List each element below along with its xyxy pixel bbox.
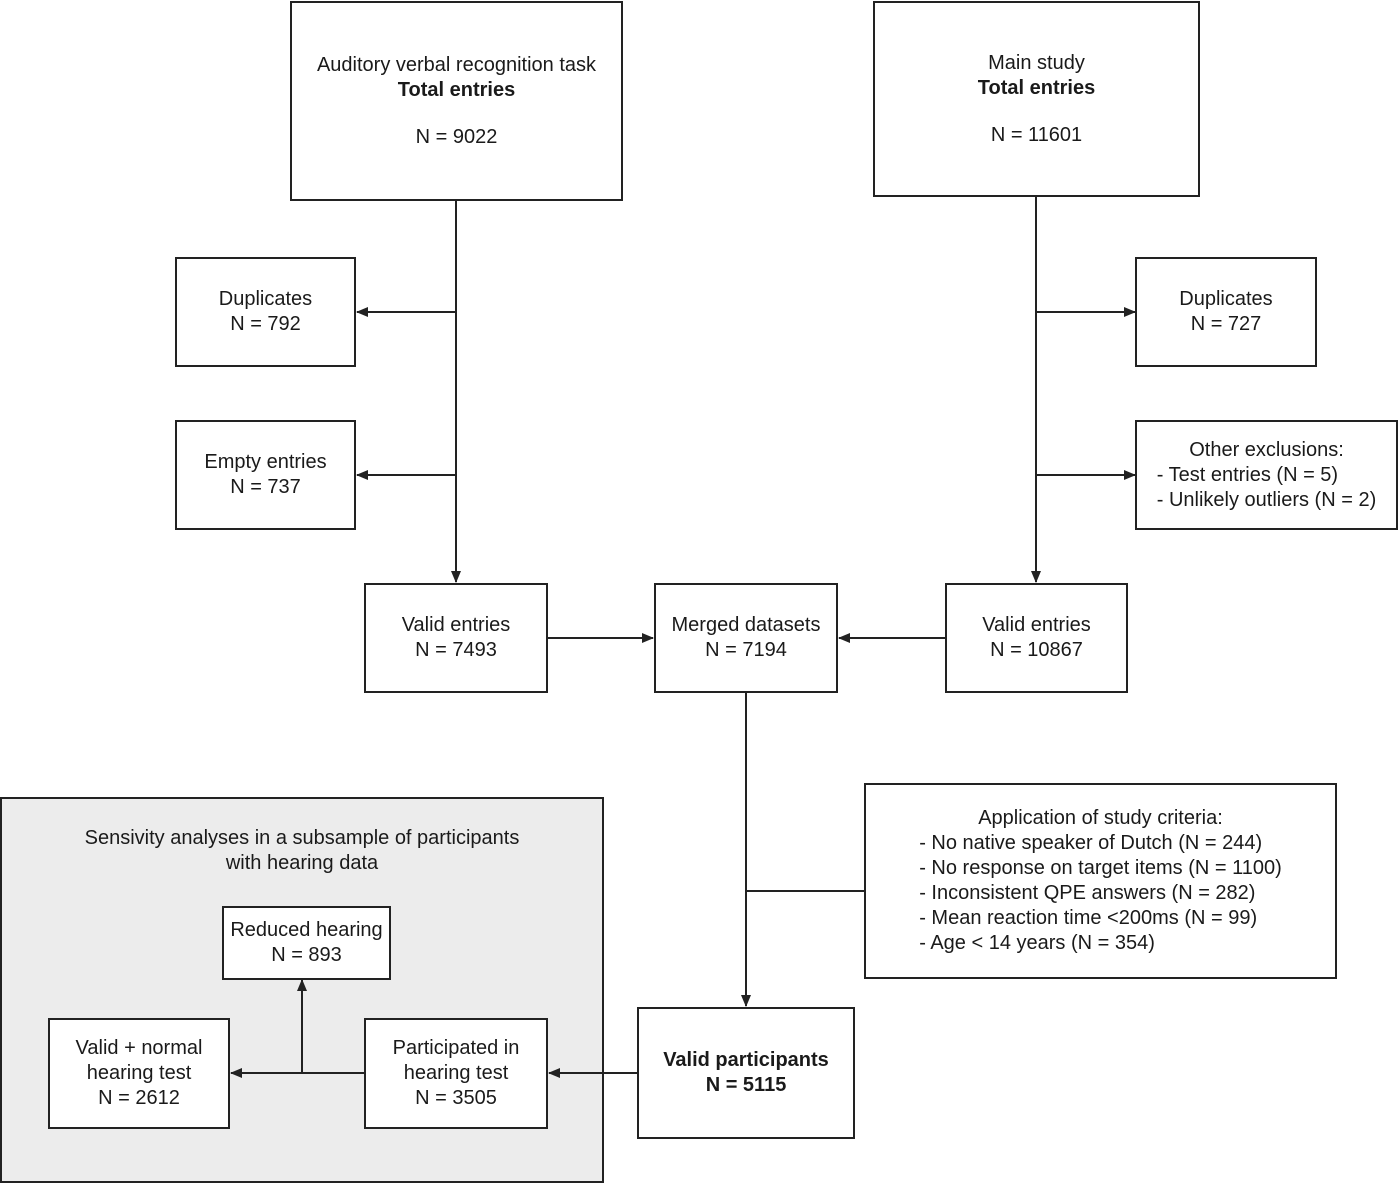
- sensitivity-panel-title-line2: with hearing data: [225, 852, 379, 874]
- sensitivity-panel-title-line1: Sensivity analyses in a subsample of par…: [84, 827, 520, 849]
- other-exclusions-item: - Test entries (N = 5): [1156, 463, 1339, 486]
- main-study-total-entries-box: Main study Total entries N = 11601: [873, 1, 1200, 197]
- valid-entries-left-box: Valid entries N = 7493: [364, 583, 548, 693]
- left-empty-count: N = 737: [230, 476, 301, 498]
- main-study-count: N = 11601: [990, 123, 1083, 146]
- left-duplicates-box: Duplicates N = 792: [175, 257, 356, 367]
- avrt-subtitle: Total entries: [397, 78, 516, 101]
- normal-hearing-box: Valid + normal hearing test N = 2612: [48, 1018, 230, 1129]
- participated-line2: hearing test: [403, 1062, 509, 1084]
- valid-left-count: N = 7493: [415, 639, 497, 661]
- normal-line2: hearing test: [86, 1062, 192, 1084]
- valid-participants-label: Valid participants: [663, 1049, 829, 1071]
- criteria-title: Application of study criteria:: [978, 807, 1223, 829]
- left-empty-entries-box: Empty entries N = 737: [175, 420, 356, 530]
- right-duplicates-box: Duplicates N = 727: [1135, 257, 1317, 367]
- reduced-hearing-count: N = 893: [271, 944, 342, 966]
- reduced-hearing-box: Reduced hearing N = 893: [222, 906, 391, 980]
- criteria-item: - No response on target items (N = 1100): [919, 857, 1282, 879]
- left-empty-label: Empty entries: [204, 451, 327, 473]
- avrt-title: Auditory verbal recognition task: [316, 53, 597, 76]
- main-study-subtitle: Total entries: [977, 76, 1096, 99]
- valid-participants-count: N = 5115: [705, 1074, 787, 1096]
- right-duplicates-count: N = 727: [1190, 313, 1262, 335]
- avrt-total-entries-box: Auditory verbal recognition task Total e…: [290, 1, 623, 201]
- valid-right-count: N = 10867: [990, 639, 1083, 661]
- avrt-count: N = 9022: [415, 125, 498, 148]
- main-study-title: Main study: [988, 51, 1085, 74]
- merged-count: N = 7194: [705, 639, 787, 661]
- other-exclusions-title: Other exclusions:: [1189, 438, 1344, 461]
- reduced-hearing-label: Reduced hearing: [230, 919, 383, 941]
- other-exclusions-item: - Unlikely outliers (N = 2): [1156, 488, 1377, 511]
- criteria-item: - No native speaker of Dutch (N = 244): [919, 832, 1263, 854]
- merged-label: Merged datasets: [671, 614, 821, 636]
- study-criteria-box: Application of study criteria: - No nati…: [864, 783, 1337, 979]
- criteria-item: - Age < 14 years (N = 354): [919, 932, 1155, 954]
- criteria-item: - Inconsistent QPE answers (N = 282): [919, 882, 1256, 904]
- left-duplicates-count: N = 792: [230, 313, 301, 335]
- right-duplicates-label: Duplicates: [1179, 288, 1273, 310]
- valid-participants-box: Valid participants N = 5115: [637, 1007, 855, 1139]
- participated-line1: Participated in: [392, 1037, 520, 1059]
- valid-left-label: Valid entries: [401, 614, 511, 636]
- criteria-item: - Mean reaction time <200ms (N = 99): [919, 907, 1258, 929]
- merged-datasets-box: Merged datasets N = 7194: [654, 583, 838, 693]
- normal-line1: Valid + normal: [75, 1037, 203, 1059]
- left-duplicates-label: Duplicates: [218, 288, 313, 310]
- normal-count: N = 2612: [98, 1087, 180, 1109]
- valid-right-label: Valid entries: [982, 614, 1091, 636]
- participated-count: N = 3505: [415, 1087, 497, 1109]
- participated-hearing-test-box: Participated in hearing test N = 3505: [364, 1018, 548, 1129]
- other-exclusions-box: Other exclusions: - Test entries (N = 5)…: [1135, 420, 1398, 530]
- valid-entries-right-box: Valid entries N = 10867: [945, 583, 1128, 693]
